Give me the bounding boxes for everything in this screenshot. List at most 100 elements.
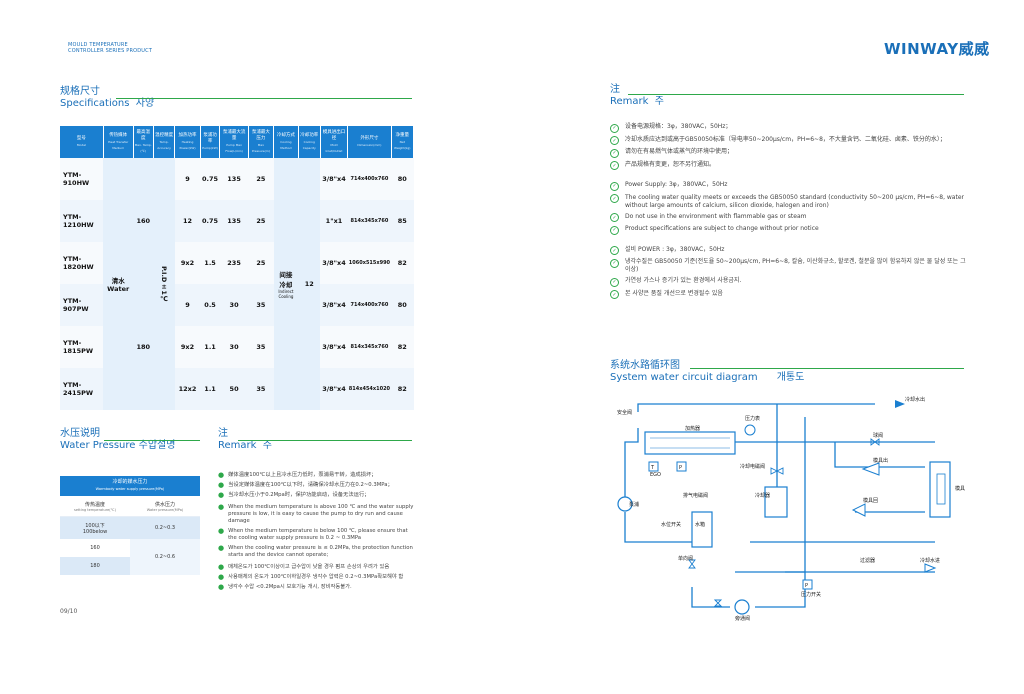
svg-text:P: P xyxy=(805,583,808,589)
svg-text:水箱: 水箱 xyxy=(695,521,705,528)
spec-cell-heat: 12x2 xyxy=(174,368,201,410)
svg-text:水位开关: 水位开关 xyxy=(661,521,681,528)
spec-cell-pres: 25 xyxy=(248,242,274,284)
remark-item: ✓Product specifications are subject to c… xyxy=(610,225,970,235)
spec-cell-port: 3/8"x4 xyxy=(320,242,348,284)
remark-item: ●When the medium temperature is above 10… xyxy=(218,503,414,525)
spec-cell-dim: 1060x515x990 xyxy=(347,242,392,284)
spec-cell-dim: 714x400x760 xyxy=(347,284,392,326)
svg-text:泵浦: 泵浦 xyxy=(629,501,639,508)
spec-heading: 规格尺寸 Specifications 사양 xyxy=(60,86,155,109)
spec-cell-flow: 30 xyxy=(219,284,249,326)
svg-text:EGO: EGO xyxy=(650,472,661,478)
divider xyxy=(116,98,412,99)
bullet-icon: ● xyxy=(218,491,225,499)
svg-text:压力表: 压力表 xyxy=(745,415,760,422)
check-icon: ✓ xyxy=(610,136,619,145)
spec-cell-port: 3/8"x4 xyxy=(320,368,348,410)
check-icon: ✓ xyxy=(610,277,619,287)
svg-text:冷却水进: 冷却水进 xyxy=(920,557,940,564)
remark-item: ●媒体温度100℃以上且冷水压力低时，泵浦易干转，造成损坏； xyxy=(218,471,377,479)
remark-item: ✓产品规格有变更，恕不另行通知。 xyxy=(610,161,970,170)
spec-cell-port: 3/8"x4 xyxy=(320,284,348,326)
svg-text:P: P xyxy=(679,465,682,471)
spec-cell-wt: 80 xyxy=(391,158,414,200)
spec-cell-port: 3/8"x4 xyxy=(320,158,348,200)
spec-cell-flow: 235 xyxy=(219,242,249,284)
remark-item: ✓冷却水质应达到或高于GB50050标准（导电率50~200μs/cm，PH=6… xyxy=(610,136,970,145)
svg-text:模具出: 模具出 xyxy=(873,457,888,464)
remark-item: ●When the medium temperature is below 10… xyxy=(218,527,408,542)
bullet-icon: ● xyxy=(218,481,225,489)
bullet-icon: ● xyxy=(218,527,225,535)
divider xyxy=(238,440,412,441)
pressure-heading: 水压说明 Water Pressure 수압설명 xyxy=(60,428,176,451)
svg-text:压力开关: 压力开关 xyxy=(801,591,821,598)
spec-cell-flow: 30 xyxy=(219,326,249,368)
remark-item: ●When the cooling water pressure is ≤ 0.… xyxy=(218,544,413,559)
spec-cell-wt: 82 xyxy=(391,368,414,410)
check-icon: ✓ xyxy=(610,290,619,299)
spec-cell-flow: 135 xyxy=(219,158,249,200)
bullet-icon: ● xyxy=(218,573,225,581)
check-icon: ✓ xyxy=(610,225,619,235)
spec-cell-wt: 85 xyxy=(391,200,414,242)
divider xyxy=(628,94,964,95)
svg-text:排气电磁阀: 排气电磁阀 xyxy=(683,492,708,499)
check-icon: ✓ xyxy=(610,123,619,133)
spec-accuracy: P.I.D±1℃ xyxy=(153,158,175,410)
spec-cell-pres: 25 xyxy=(248,200,274,242)
spec-cell-model: YTM-2415PW xyxy=(60,368,104,410)
check-icon: ✓ xyxy=(610,181,619,191)
remark-item: ✓본 사양은 품질 개선으로 변경될수 있음 xyxy=(610,290,970,299)
remark-item: ●사용매체의 온도가 100℃이하일경우 냉각수 압력은 0.2~0.3MPa확… xyxy=(218,573,404,581)
spec-cell-pump: 1.1 xyxy=(200,368,220,410)
bullet-icon: ● xyxy=(218,471,225,479)
spec-cell-heat: 9x2 xyxy=(174,242,201,284)
spec-cell-model: YTM-1815PW xyxy=(60,326,104,368)
svg-text:球阀: 球阀 xyxy=(873,432,883,439)
water-circuit-diagram: 冷却水出 安全阀 加热器 压力表 球阀 模具出 冷却电磁阀 排气电磁阀 冷却器 … xyxy=(617,396,965,622)
spec-cell-heat: 9x2 xyxy=(174,326,201,368)
remark-item: ●当设定媒体温度在100℃以下时，请确保冷却水压力在0.2~0.3MPa； xyxy=(218,481,393,489)
svg-text:旁通阀: 旁通阀 xyxy=(735,615,750,622)
remark-item: ●매체온도가 100℃이상이고 급수압이 낮을 경우 펌프 손상의 우려가 있음 xyxy=(218,563,390,571)
spec-cell-heat: 9 xyxy=(174,158,201,200)
svg-text:冷却电磁阀: 冷却电磁阀 xyxy=(740,463,765,470)
svg-text:冷却水出: 冷却水出 xyxy=(905,396,925,403)
spec-cell-wt: 82 xyxy=(391,326,414,368)
spec-cell-pump: 0.75 xyxy=(200,158,220,200)
brand-logo: WINWAY威威 xyxy=(884,40,990,58)
heater xyxy=(644,431,736,455)
check-icon: ✓ xyxy=(610,161,619,170)
remark-item: ✓냉각수질은 GB50050 기준(전도율 50~200μs/cm, PH=6~… xyxy=(610,258,970,274)
water-tank xyxy=(691,511,713,548)
check-icon: ✓ xyxy=(610,148,619,158)
spec-cell-model: YTM-907PW xyxy=(60,284,104,326)
bullet-icon: ● xyxy=(218,563,225,571)
remark-item: ●当冷却水压小于0.2Mpa时，保护功能启动，设备无法运行； xyxy=(218,491,370,499)
cooler xyxy=(764,486,788,518)
spec-cell-dim: 814x345x760 xyxy=(347,326,392,368)
spec-cell-wt: 80 xyxy=(391,284,414,326)
remark-item: ●냉각수 수압 <0.2Mpa시 보호기능 개시, 장비작동불가. xyxy=(218,583,352,591)
check-icon: ✓ xyxy=(610,194,619,203)
spec-cell-port: 1"x1 xyxy=(320,200,348,242)
spec-cell-pres: 35 xyxy=(248,368,274,410)
mold xyxy=(929,461,951,518)
spec-cell-heat: 9 xyxy=(174,284,201,326)
svg-text:安全阀: 安全阀 xyxy=(617,409,632,416)
spec-cell-dim: 714x400x760 xyxy=(347,158,392,200)
